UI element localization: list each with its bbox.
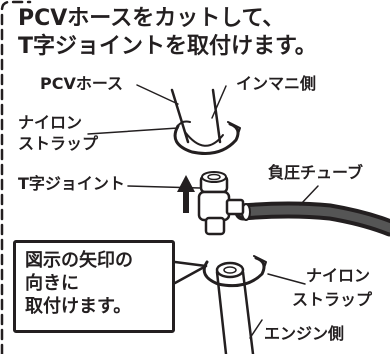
label-nylon-strap-top-2: ストラップ — [18, 134, 99, 153]
dashed-border — [0, 0, 32, 354]
label-pcv-hose: PCVホース — [40, 74, 124, 93]
title-line-2: T字ジョイントを取付けます。 — [18, 34, 317, 59]
label-t-joint: T字ジョイント — [18, 174, 125, 193]
lower-pcv-hose — [215, 261, 255, 354]
note-box: 図示の矢印の 向きに 取付けます。 — [13, 240, 175, 333]
label-nylon-strap-top-1: ナイロン — [18, 113, 83, 132]
label-nylon-strap-bottom-1: ナイロン — [306, 266, 371, 285]
upper-pcv-hose — [170, 88, 224, 147]
label-engine-side: エンジン側 — [264, 324, 345, 343]
note-line-3: 取付けます。 — [25, 296, 132, 317]
t-joint — [197, 171, 245, 236]
note-line-1: 図示の矢印の — [25, 250, 133, 271]
label-intake-side: インマニ側 — [236, 74, 317, 93]
vacuum-tube — [234, 201, 390, 237]
note-line-2: 向きに — [25, 273, 79, 294]
upper-nylon-strap — [173, 120, 241, 155]
leader-lines — [87, 84, 319, 339]
direction-arrow — [177, 175, 195, 213]
title-line-1: PCVホースをカットして、 — [18, 6, 285, 31]
label-vacuum-tube: 負圧チューブ — [268, 163, 364, 182]
label-nylon-strap-bottom-2: ストラップ — [292, 290, 373, 309]
lower-nylon-strap — [202, 255, 267, 288]
